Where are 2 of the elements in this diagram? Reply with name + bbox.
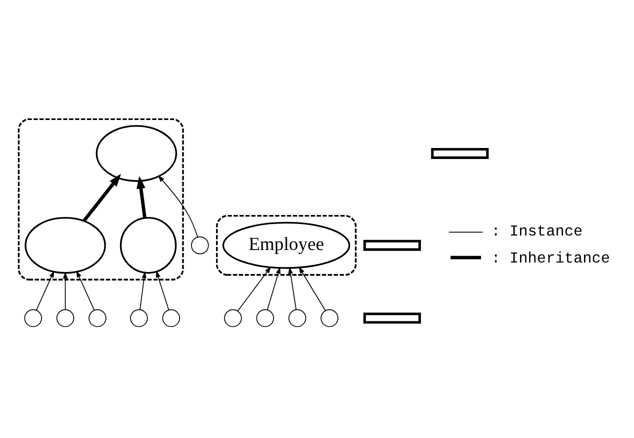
- legend-label: : Inheritance: [491, 249, 610, 268]
- legend-label: : Instance: [491, 222, 583, 240]
